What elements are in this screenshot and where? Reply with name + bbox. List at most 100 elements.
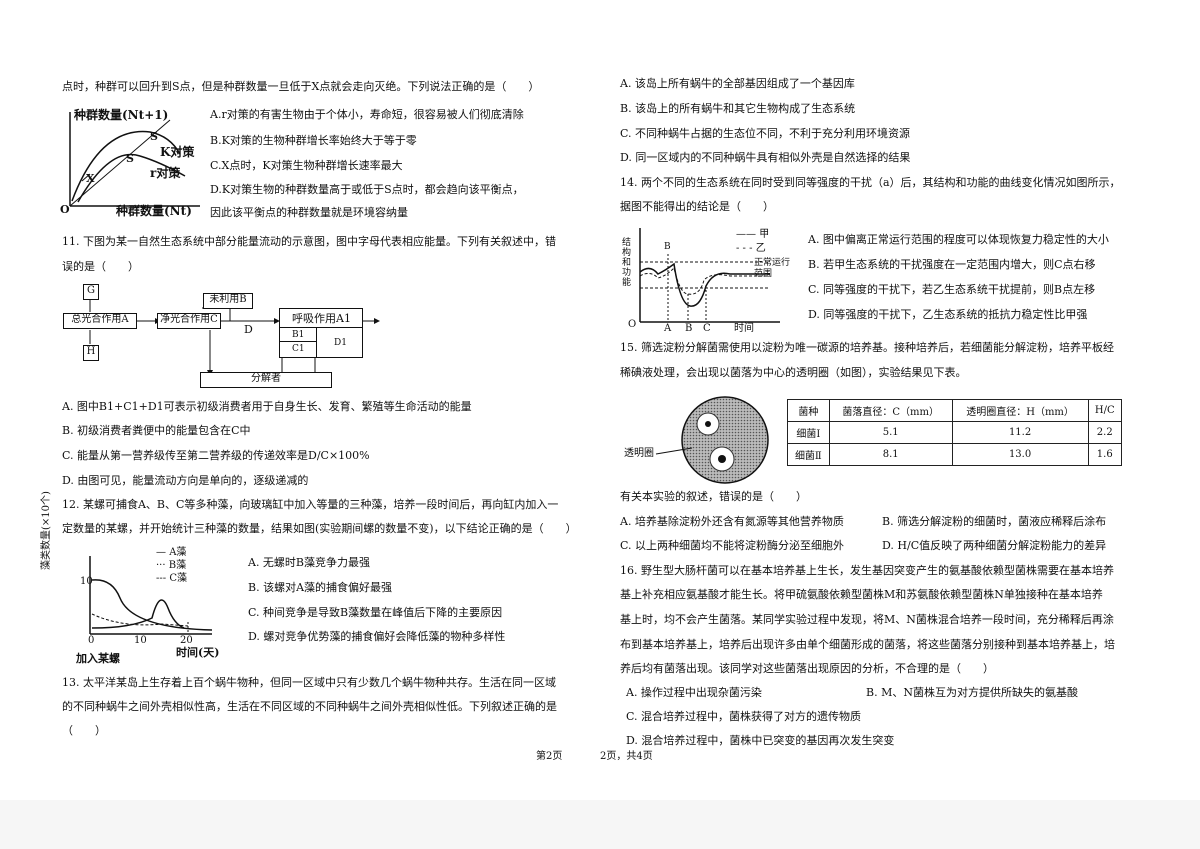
q12-chart	[89, 556, 213, 635]
q12-stem-cont: 定数量的某螺，并开始统计三种藻的数量，结果如图(实验期间螺的数量不变)，以下结论…	[62, 522, 577, 535]
q12-ylabel: 藻类数量(×10个)	[41, 491, 52, 570]
q16-line-4: 布到基本培养基上，培养后出现许多由单个细菌形成的菌落，将这些菌落分别接种到基本培…	[620, 638, 1115, 651]
q16-option-b: B. M、N菌株互为对方提供所缺失的氨基酸	[866, 686, 1078, 699]
q12-legend-a: — A藻	[156, 547, 187, 558]
q12-stem: 12. 某螺可捕食A、B、C等多种藻，向玻璃缸中加入等量的三种藻，培养一段时间后…	[62, 498, 559, 511]
q12-x-tick-20: 20	[180, 635, 193, 646]
q10-figure	[69, 112, 200, 207]
q13-stem-cont2: （ ）	[62, 724, 106, 737]
q16-option-c: C. 混合培养过程中，菌株获得了对方的遗传物质	[626, 710, 862, 723]
q11-d1: D1	[334, 338, 347, 348]
scan-bottom-margin	[0, 800, 1200, 849]
q11-box-decomposer: 分解者	[200, 372, 332, 388]
q14-tick-a: A	[664, 323, 672, 334]
q10-s1: S	[150, 130, 158, 143]
q15-stem3: 有关本实验的叙述，错误的是（ ）	[620, 490, 807, 503]
footer-right: 2页，共4页	[600, 751, 653, 762]
q16-option-d: D. 混合培养过程中，菌株中已突变的基因再次发生突变	[626, 734, 895, 747]
q11-box-g: G	[83, 284, 99, 300]
q14-option-d: D. 同等强度的干扰下，乙生态系统的抵抗力稳定性比甲强	[808, 308, 1088, 321]
footer-left: 第2页	[536, 751, 563, 762]
table-cell: 11.2	[951, 421, 1089, 444]
q10-option-a: A.r对策的有害生物由于个体小，寿命短，很容易被人们彻底清除	[210, 108, 524, 121]
table-header-cell: H/C	[1087, 399, 1122, 422]
q13-option-c: C. 不同种蜗牛占据的生态位不同，不利于充分利用环境资源	[620, 127, 911, 140]
q14-legend-yi-text: 乙	[755, 243, 766, 254]
q13-option-d: D. 同一区域内的不同种蜗牛具有相似外壳是自然选择的结果	[620, 151, 911, 164]
q10-option-b: B.K对策的生物种群增长率始终大于等于零	[210, 134, 417, 147]
table-cell: 13.0	[951, 443, 1089, 466]
q11-c1: C1	[292, 344, 305, 354]
q12-legend-a-text: A藻	[169, 547, 187, 558]
q14-legend-jia: —— 甲	[736, 229, 770, 240]
table-header-cell: 菌种	[787, 399, 830, 422]
q10-s2: S	[126, 152, 134, 165]
table-cell: 细菌Ⅱ	[787, 443, 830, 466]
q11-stem: 11. 下图为某一自然生态系统中部分能量流动的示意图，图中字母代表相应能量。下列…	[62, 235, 556, 248]
table-row: 细菌Ⅱ 8.1 13.0 1.6	[787, 443, 1122, 466]
q14-range-label: 正常运行范围	[754, 258, 791, 279]
q11-option-c: C. 能量从第一营养级传至第二营养级的传递效率是D/C×100%	[62, 449, 370, 462]
q15-plate	[681, 396, 769, 484]
q13-option-a: A. 该岛上所有蜗牛的全部基因组成了一个基因库	[620, 77, 855, 90]
q11-option-d: D. 由图可见，能量流动方向是单向的，逐级递减的	[62, 474, 309, 487]
q11-option-a: A. 图中B1+C1+D1可表示初级消费者用于自身生长、发育、繁殖等生命活动的能…	[62, 400, 472, 413]
table-cell: 5.1	[828, 421, 953, 444]
table-cell: 1.6	[1087, 443, 1122, 466]
q12-legend-b-text: B藻	[168, 560, 187, 571]
q14-chart	[639, 228, 780, 323]
q14-tick-c: C	[703, 323, 711, 334]
q14-xlabel: 时间	[734, 323, 754, 334]
q15-stem: 15. 筛选淀粉分解菌需使用以淀粉为唯一碳源的培养基。接种培养后，若细菌能分解淀…	[620, 341, 1114, 354]
q15-stem-cont: 稀碘液处理，会出现以菌落为中心的透明圈（如图），实验结果见下表。	[620, 366, 967, 379]
q14-stem: 14. 两个不同的生态系统在同时受到同等强度的干扰（a）后，其结构和功能的曲线变…	[620, 176, 1121, 189]
q11-b1: B1	[292, 330, 305, 340]
q10-x-label: X	[86, 172, 95, 185]
q16-line-2: 基上补充相应氨基酸才能生长。将甲硫氨酸依赖型菌株M和苏氨酸依赖型菌株N单独接种在…	[620, 588, 1103, 601]
q15-results-table: 菌种 菌落直径：C（mm） 透明圈直径：H（mm） H/C 细菌Ⅰ 5.1 11…	[787, 399, 1122, 466]
table-row: 细菌Ⅰ 5.1 11.2 2.2	[787, 421, 1122, 444]
q12-option-b: B. 该螺对A藻的捕食偏好最强	[248, 581, 393, 594]
q13-stem: 13. 太平洋某岛上生存着上百个蜗牛物种，但同一区域中只有少数几个蜗牛物种共存。…	[62, 676, 556, 689]
q12-y-tick: 10	[80, 576, 93, 587]
q16-line-3: 基上时，均不会产生菌落。某同学实验过程中发现，将M、N菌株混合培养一段时间，充分…	[620, 613, 1114, 626]
q15-circle-label: 透明圈	[624, 448, 654, 459]
q15-option-b: B. 筛选分解淀粉的细菌时，菌液应稀释后涂布	[882, 515, 1107, 528]
left-page: 点时，种群可以回升到S点，但是种群数量一旦低于X点就会走向灭绝。下列说法正确的是…	[41, 80, 577, 762]
q11-label-d: D	[244, 323, 253, 336]
q10-origin: O	[60, 203, 70, 216]
q12-option-d: D. 螺对竞争优势藻的捕食偏好会降低藻的物种多样性	[248, 630, 506, 643]
q11-box-gross: 总光合作用A	[63, 313, 137, 329]
q14-legend-jia-text: 甲	[759, 229, 770, 240]
q15-option-c: C. 以上两种细菌均不能将淀粉酶分泌至细胞外	[620, 539, 845, 552]
q14-tick-b: B	[685, 323, 693, 334]
q10-ylabel: 种群数量(Nt+1)	[74, 108, 169, 122]
q12-x-tick-0: 0	[88, 635, 95, 646]
q12-option-a: A. 无螺时B藻竞争力最强	[248, 556, 371, 569]
table-header-cell: 透明圈直径：H（mm）	[951, 399, 1089, 422]
q15-circle-pointer	[655, 447, 693, 455]
q14-origin: O	[628, 319, 637, 330]
q12-xlabel: 时间(天)	[176, 646, 220, 659]
q12-added-label: 加入某螺	[76, 652, 120, 665]
q14-ylabel: 结构和功能	[622, 238, 632, 288]
q12-legend-c-text: C藻	[169, 573, 187, 584]
q10-option-c: C.X点时，K对策生物种群增长速率最大	[210, 159, 403, 172]
q10-xlabel: 种群数量(Nt)	[116, 204, 192, 218]
table-header-cell: 菌落直径：C（mm）	[828, 399, 953, 422]
q11-box-consumer: 呼吸作用A1 B1 C1 D1	[279, 308, 363, 358]
q10-intro: 点时，种群可以回升到S点，但是种群数量一旦低于X点就会走向灭绝。下列说法正确的是…	[62, 80, 540, 93]
q11-box-h: H	[83, 345, 99, 361]
q13-stem-cont: 的不同种蜗牛之间外壳相似性高，生活在不同区域的不同种蜗牛之间外壳相似性低。下列叙…	[62, 700, 557, 713]
q10-option-d-cont: 因此该平衡点的种群数量就是环境容纳量	[210, 206, 408, 219]
table-cell: 2.2	[1087, 421, 1122, 444]
q14-option-a: A. 图中偏离正常运行范围的程度可以体现恢复力稳定性的大小	[808, 233, 1109, 246]
q11-stem-cont: 误的是（ ）	[62, 260, 139, 273]
q14-stem-cont: 据图不能得出的结论是（ ）	[620, 200, 774, 213]
q15-option-a: A. 培养基除淀粉外还含有氮源等其他营养物质	[620, 515, 844, 528]
q10-k-label: K对策	[160, 145, 195, 159]
q12-legend-c: --- C藻	[156, 573, 187, 584]
q16-line-5: 养后均有菌落出现。该同学对这些菌落出现原因的分析，不合理的是（ ）	[620, 662, 994, 675]
q12-option-c: C. 种间竞争是导致B藻数量在峰值后下降的主要原因	[248, 606, 503, 619]
q14-legend-yi: - - - 乙	[736, 243, 766, 254]
